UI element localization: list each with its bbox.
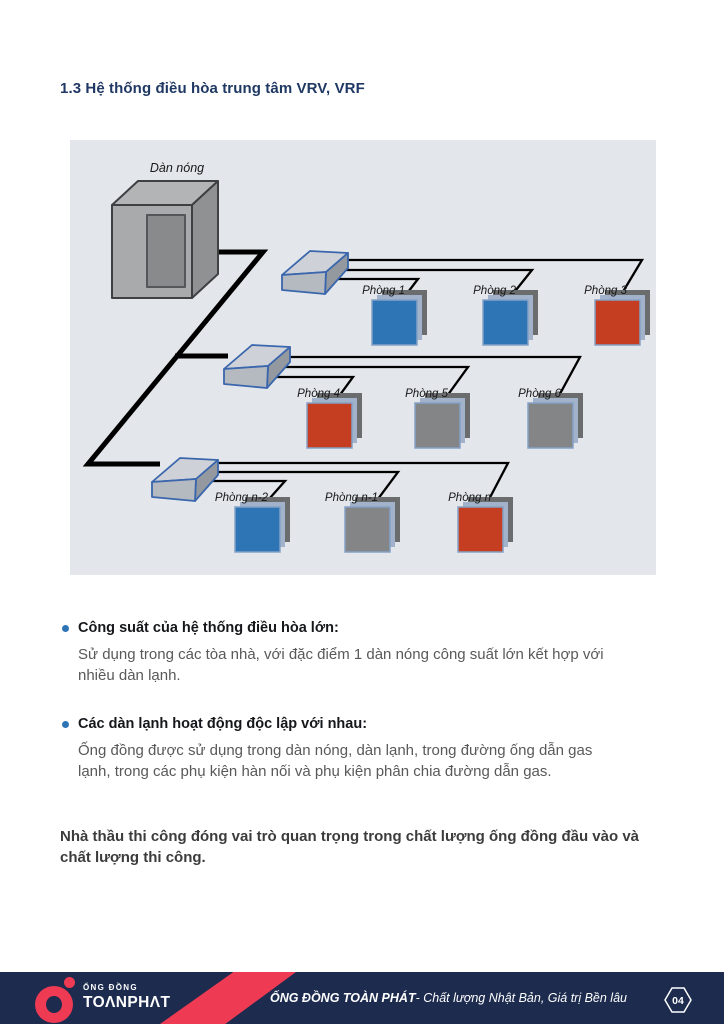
brand-logo-hole (46, 996, 62, 1013)
brand-logo-icon (35, 986, 73, 1023)
bullet-body-line: nhiều dàn lạnh. (78, 667, 181, 684)
bullet-heading: Công suất của hệ thống điều hòa lớn: (78, 620, 339, 636)
bullet-item-independent: Các dàn lạnh hoạt động độc lập với nhau:… (60, 715, 666, 782)
room-label-2: Phòng 2 (473, 285, 516, 297)
closing-note-line: chất lượng thi công. (60, 849, 206, 866)
indoor-unit-6 (527, 393, 583, 449)
brand-name: TOΛNPHΛT (83, 994, 171, 1011)
page-number-badge: 04 (664, 987, 692, 1013)
footer-tagline-brand: ỐNG ĐỒNG TOÀN PHÁT (269, 991, 416, 1005)
body-content: Công suất của hệ thống điều hòa lớn: Sử … (60, 619, 666, 811)
room-label-4: Phòng 4 (297, 388, 340, 400)
bullet-icon (62, 624, 69, 632)
bullet-body-line: Sử dụng trong các tòa nhà, với đặc điểm … (78, 646, 604, 663)
bullet-body-line: Ống đồng được sử dụng trong dàn nóng, dà… (78, 742, 593, 759)
room-label-7: Phòng n-2 (215, 492, 269, 504)
outdoor-unit-label: Dàn nóng (150, 161, 204, 175)
room-label-9: Phòng n (448, 492, 491, 504)
branch-pipes (198, 258, 645, 508)
indoor-unit-1 (371, 290, 427, 346)
branch-box-1 (281, 250, 349, 295)
footer-tagline-rest: - Chất lượng Nhật Bản, Giá trị Bền lâu (415, 991, 627, 1005)
footer-bar: ỐNG ĐỒNG TOΛNPHΛT ỐNG ĐỒNG TOÀN PHÁT - C… (0, 972, 724, 1024)
trunk-pipes (82, 249, 269, 467)
room-label-6: Phòng 6 (518, 388, 561, 400)
indoor-unit-5 (414, 393, 470, 449)
system-diagram: Dàn nóng (70, 140, 656, 575)
brand-subtitle: ỐNG ĐỒNG (83, 983, 138, 992)
indoor-unit-2 (482, 290, 538, 346)
room-label-5: Phòng 5 (405, 388, 448, 400)
closing-note: Nhà thầu thi công đóng vai trò quan trọn… (60, 826, 660, 868)
room-label-3: Phòng 3 (584, 285, 627, 297)
room-label-8: Phòng n-1 (325, 492, 378, 504)
bullet-icon (62, 720, 69, 728)
page-title: 1.3 Hệ thống điều hòa trung tâm VRV, VRF (60, 80, 365, 97)
brand-block: ỐNG ĐỒNG TOΛNPHΛT (83, 983, 170, 1012)
indoor-unit-3 (594, 290, 650, 346)
closing-note-line: Nhà thầu thi công đóng vai trò quan trọn… (60, 828, 640, 845)
indoor-unit-8 (344, 497, 400, 553)
footer-tagline: ỐNG ĐỒNG TOÀN PHÁT - Chất lượng Nhật Bản… (270, 972, 627, 1024)
brand-logo-dot-icon (64, 977, 75, 988)
vrv-diagram-svg: Dàn nóng (82, 161, 650, 553)
branch-box-3 (151, 457, 219, 502)
bullet-body: Ống đồng được sử dụng trong dàn nóng, dà… (78, 740, 666, 782)
indoor-unit-4 (306, 393, 362, 449)
outdoor-unit (111, 180, 219, 299)
bullet-item-capacity: Công suất của hệ thống điều hòa lớn: Sử … (60, 619, 666, 686)
room-label-1: Phòng 1 (362, 285, 405, 297)
bullet-heading-row: Công suất của hệ thống điều hòa lớn: (60, 619, 666, 637)
bullet-heading-row: Các dàn lạnh hoạt động độc lập với nhau: (60, 715, 666, 733)
bullet-body-line: lạnh, trong các phụ kiện hàn nối và phụ … (78, 763, 552, 780)
branch-box-2 (223, 344, 291, 389)
indoor-unit-9 (457, 497, 513, 553)
bullet-body: Sử dụng trong các tòa nhà, với đặc điểm … (78, 644, 666, 686)
page-number: 04 (672, 995, 684, 1007)
indoor-unit-7 (234, 497, 290, 553)
bullet-heading: Các dàn lạnh hoạt động độc lập với nhau: (78, 716, 368, 732)
